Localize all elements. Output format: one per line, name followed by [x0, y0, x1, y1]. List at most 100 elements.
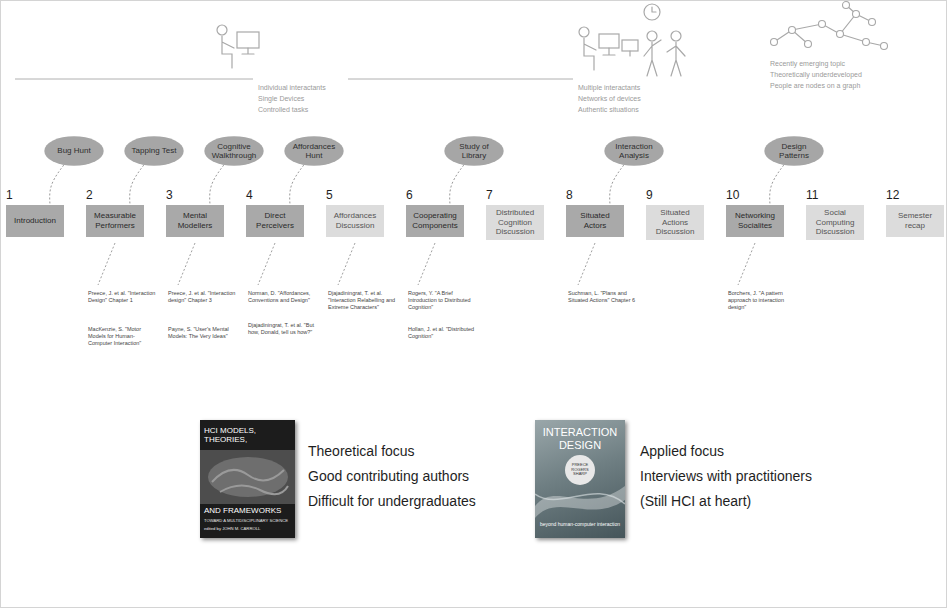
activity-link — [210, 165, 224, 205]
network-icon — [771, 2, 888, 50]
book-cover: HCI MODELS, THEORIES,AND FRAMEWORKSTOWAR… — [200, 420, 295, 538]
week-number: 1 — [6, 188, 13, 202]
lecture-title: Networking Socialites — [729, 211, 781, 230]
activity-oval: Design Patterns — [764, 136, 824, 166]
lecture-box: 10Networking Socialites — [726, 205, 784, 237]
reading-reference: Preece, J. et al. "Interaction design" C… — [168, 290, 236, 304]
lecture-box: 6Cooperating Components — [406, 205, 464, 237]
book-subtitle: TOWARD A MULTIDISCIPLINARY SCIENCE — [204, 519, 291, 524]
oval-fill — [124, 136, 183, 166]
week-number: 8 — [566, 188, 573, 202]
era-description: Individual interactants — [258, 84, 326, 93]
lecture-box: 2Measurable Performers — [86, 205, 144, 237]
activity-oval: Affordances Hunt — [284, 136, 344, 166]
lecture-box: 8Situated Actors — [566, 205, 624, 237]
reading-reference: Djajadiningrat, T. et al. "Interaction R… — [328, 290, 396, 311]
activity-label: Design Patterns — [769, 142, 819, 160]
reading-reference: MacKenzie, S. "Motor Models for Human-Co… — [88, 326, 156, 347]
book-note: (Still HCI at heart) — [640, 493, 751, 511]
lecture-title: Mental Modellers — [169, 211, 221, 230]
discussion-box: 12Semester recap — [886, 205, 944, 237]
book-title: INTERACTION DESIGN — [538, 426, 622, 451]
book-note: Good contributing authors — [308, 468, 469, 486]
activity-oval: Study of Library — [444, 136, 504, 166]
era-description: Networks of devices — [578, 95, 641, 104]
week-number: 12 — [886, 188, 899, 202]
book-note: Difficult for undergraduates — [308, 493, 476, 511]
activity-link — [770, 165, 784, 205]
activity-link — [290, 165, 304, 205]
week-number: 9 — [646, 188, 653, 202]
activity-label: Tapping Test — [129, 146, 179, 155]
oval-fill — [444, 136, 503, 166]
reading-reference: Hollan, J. et al. "Distributed Cognition… — [408, 326, 476, 340]
activity-label: Affordances Hunt — [289, 142, 339, 160]
activity-oval: Interaction Analysis — [604, 136, 664, 166]
activity-link — [50, 165, 64, 205]
book-title: AND FRAMEWORKS — [204, 506, 291, 515]
book-subtitle: beyond human-computer interaction — [539, 522, 621, 528]
era-description: Multiple interactants — [578, 84, 640, 93]
week-number: 7 — [486, 188, 493, 202]
week-number: 2 — [86, 188, 93, 202]
lecture-box: 4Direct Perceivers — [246, 205, 304, 237]
activity-label: Study of Library — [449, 142, 499, 160]
era-rule — [348, 79, 573, 80]
reading-leader-lines — [98, 243, 755, 285]
era-description: Recently emerging topic — [770, 60, 845, 69]
activity-label: Cognitive Walkthrough — [209, 142, 259, 160]
book-cover: INTERACTION DESIGN PREECE ROGERS SHARP bey… — [535, 420, 625, 538]
discussion-title: Semester recap — [889, 211, 941, 230]
week-number: 11 — [806, 188, 818, 202]
reading-reference: Suchman, L. "Plans and Situated Actions"… — [568, 290, 636, 304]
discussion-title: Distributed Cognition Discussion — [489, 208, 541, 237]
discussion-title: Situated Actions Discussion — [649, 208, 701, 237]
oval-fill — [204, 136, 263, 166]
week-number: 6 — [406, 188, 413, 202]
lecture-title: Situated Actors — [569, 211, 621, 230]
discussion-box: 7Distributed Cognition Discussion — [486, 205, 544, 240]
book-authors: PREECE ROGERS SHARP — [565, 463, 595, 477]
era-description: Theoretically underdeveloped — [770, 71, 862, 80]
week-number: 5 — [326, 188, 333, 202]
lecture-title: Direct Perceivers — [249, 211, 301, 230]
week-number: 4 — [246, 188, 253, 202]
discussion-title: Social Computing Discussion — [809, 208, 861, 237]
lecture-title: Introduction — [9, 216, 61, 226]
book-note: Theoretical focus — [308, 443, 415, 461]
group-users-icon — [579, 4, 685, 76]
single-user-icon — [217, 25, 259, 68]
discussion-box: 9Situated Actions Discussion — [646, 205, 704, 240]
lecture-box: 1Introduction — [6, 205, 64, 237]
reading-reference: Payne, S. "User's Mental Models: The Ver… — [168, 326, 236, 340]
era-description: Authentic situations — [578, 106, 639, 115]
lecture-title: Measurable Performers — [89, 211, 141, 230]
week-number: 3 — [166, 188, 173, 202]
era-description: Controlled tasks — [258, 106, 308, 115]
lecture-title: Cooperating Components — [409, 211, 461, 230]
activity-label: Interaction Analysis — [609, 142, 659, 160]
activity-oval: Bug Hunt — [44, 136, 104, 166]
book-editor: edited by JOHN M. CARROLL — [204, 527, 291, 532]
reading-reference: Djajadiningrat, T. et al. "But how, Dona… — [248, 322, 316, 336]
discussion-box: 11Social Computing Discussion — [806, 205, 864, 240]
book-note: Applied focus — [640, 443, 724, 461]
era-rule — [15, 79, 253, 80]
oval-fill — [44, 136, 103, 166]
book-note: Interviews with practitioners — [640, 468, 812, 486]
discussion-title: Affordances Discussion — [329, 211, 381, 230]
week-number: 10 — [726, 188, 739, 202]
activity-label: Bug Hunt — [49, 146, 99, 155]
era-description: Single Devices — [258, 95, 304, 104]
reading-reference: Preece, J. et al. "Interaction Design" C… — [88, 290, 156, 304]
oval-fill — [764, 136, 823, 166]
era-description: People are nodes on a graph — [770, 82, 860, 91]
oval-fill — [604, 136, 663, 166]
lecture-box: 3Mental Modellers — [166, 205, 224, 237]
activity-oval: Cognitive Walkthrough — [204, 136, 264, 166]
reading-reference: Borchers, J. "A pattern approach to inte… — [728, 290, 796, 311]
